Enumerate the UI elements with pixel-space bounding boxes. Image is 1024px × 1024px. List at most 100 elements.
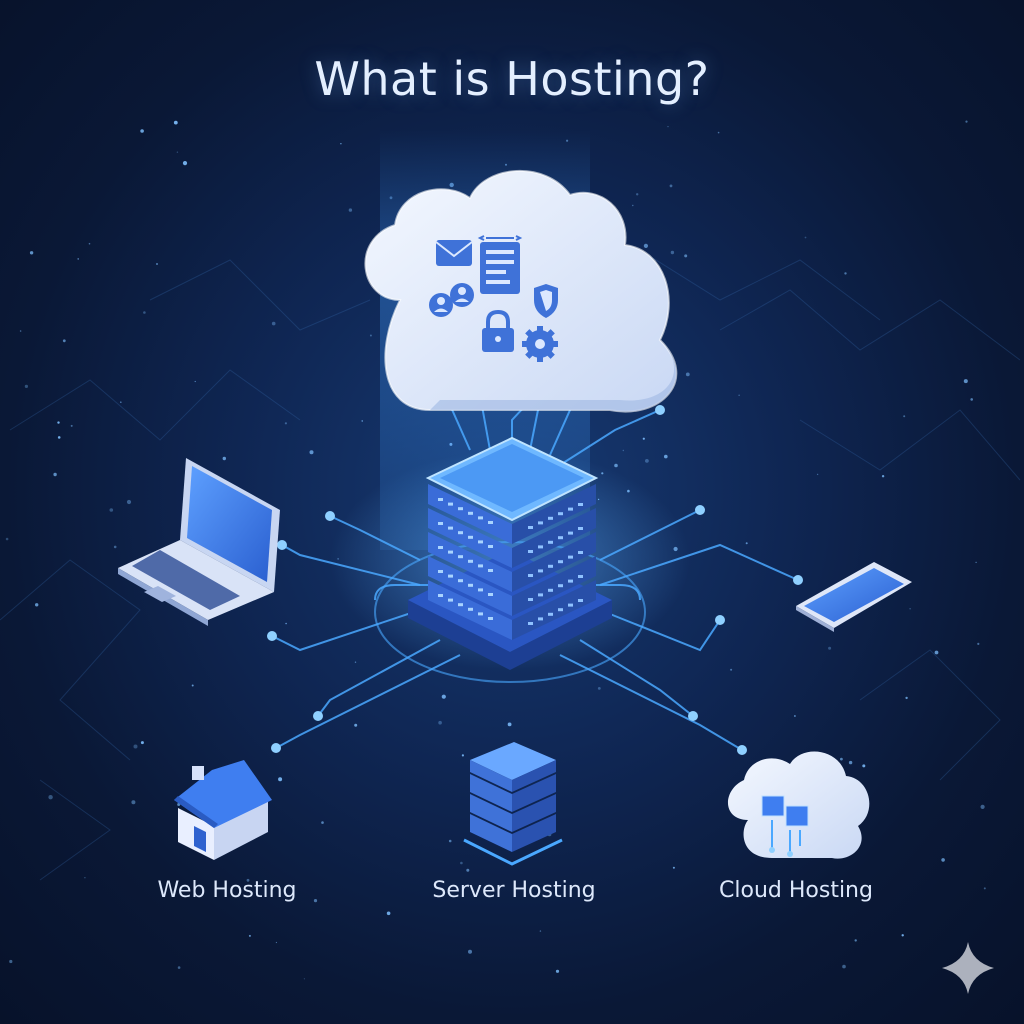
star-dot: [881, 475, 885, 478]
server-hosting-label: Server Hosting: [432, 878, 596, 903]
star-dot: [745, 542, 748, 545]
star-dot: [303, 978, 305, 980]
star-dot: [313, 899, 318, 903]
star-dot: [88, 242, 91, 245]
star-dot: [684, 254, 688, 258]
cloud-server-icon: [727, 751, 870, 859]
star-dot: [62, 339, 66, 343]
shield-icon: [534, 284, 558, 318]
star-dot: [248, 934, 251, 937]
star-dot: [461, 754, 464, 757]
star-dot: [77, 258, 79, 260]
star-dot: [730, 668, 733, 671]
star-dot: [794, 715, 796, 717]
users-icon: [429, 283, 474, 317]
star-dot: [645, 459, 649, 463]
star-dot: [369, 334, 372, 337]
server-unit: [428, 532, 596, 592]
star-dot: [854, 939, 857, 942]
star-dot: [271, 321, 276, 326]
star-dot: [466, 868, 470, 872]
star-dot: [685, 372, 690, 377]
star-dot: [905, 696, 908, 700]
code-window-icon: [477, 235, 523, 294]
house-icon: [174, 760, 272, 860]
star-dot: [70, 424, 73, 427]
star-dot: [983, 887, 986, 890]
star-dot: [636, 193, 639, 196]
star-dot: [182, 161, 188, 166]
star-dot: [844, 272, 847, 275]
star-dot: [828, 646, 832, 650]
star-dot: [131, 800, 136, 805]
star-dot: [120, 401, 122, 404]
star-dot: [460, 861, 463, 865]
main-cloud: [364, 170, 678, 413]
star-dot: [309, 450, 314, 455]
star-dot: [840, 757, 843, 761]
star-dot: [176, 151, 179, 153]
star-dot: [670, 250, 675, 255]
star-dot: [717, 131, 720, 134]
gear-icon: [522, 326, 558, 362]
star-dot: [448, 839, 452, 843]
network-mesh: [0, 249, 1021, 881]
central-server-stack: [408, 436, 612, 670]
star-dot: [642, 437, 645, 440]
star-dot: [284, 422, 287, 425]
star-dot: [934, 650, 939, 655]
star-dot: [963, 379, 968, 384]
star-dot: [275, 941, 277, 944]
star-dot: [143, 311, 146, 314]
star-dot: [173, 120, 178, 125]
star-dot: [804, 236, 807, 239]
star-dot: [177, 966, 181, 969]
star-dot: [903, 415, 906, 418]
star-dot: [975, 561, 977, 564]
smartphone-icon: [796, 562, 912, 632]
star-dot: [941, 858, 945, 862]
star-dot: [842, 964, 846, 969]
star-dot: [29, 251, 34, 255]
server-unit: [428, 508, 596, 568]
star-dot: [441, 694, 446, 699]
star-dot: [507, 722, 512, 727]
star-dot: [669, 184, 673, 188]
page-title: What is Hosting?: [314, 52, 710, 106]
star-dot: [133, 744, 138, 749]
star-dot: [140, 129, 144, 133]
mail-icon: [435, 240, 473, 266]
star-dot: [664, 454, 668, 459]
star-dot: [468, 949, 472, 954]
star-dot: [84, 877, 86, 879]
star-dot: [191, 684, 194, 687]
star-dot: [977, 642, 980, 646]
star-dot: [48, 795, 53, 800]
star-dot: [672, 866, 675, 869]
star-dot: [632, 204, 634, 207]
star-dot: [9, 959, 13, 964]
star-dot: [354, 661, 357, 663]
star-dot: [126, 499, 132, 505]
web-hosting-label: Web Hosting: [157, 878, 297, 903]
star-dot: [222, 456, 226, 461]
star-dot: [348, 208, 353, 212]
star-dot: [35, 603, 39, 607]
star-dot: [285, 622, 287, 625]
star-dot: [57, 436, 61, 439]
star-dot: [555, 969, 560, 973]
lock-icon: [482, 309, 514, 352]
star-dot: [643, 243, 649, 248]
server-unit: [428, 580, 596, 640]
star-dot: [246, 878, 250, 882]
star-dot: [970, 398, 973, 401]
star-dot: [909, 608, 911, 610]
star-dot: [965, 120, 968, 123]
star-dot: [667, 126, 669, 128]
star-dot: [386, 911, 391, 916]
star-dot: [340, 143, 342, 145]
star-dot: [156, 263, 158, 265]
star-dot: [57, 421, 60, 424]
star-dot: [816, 473, 819, 476]
